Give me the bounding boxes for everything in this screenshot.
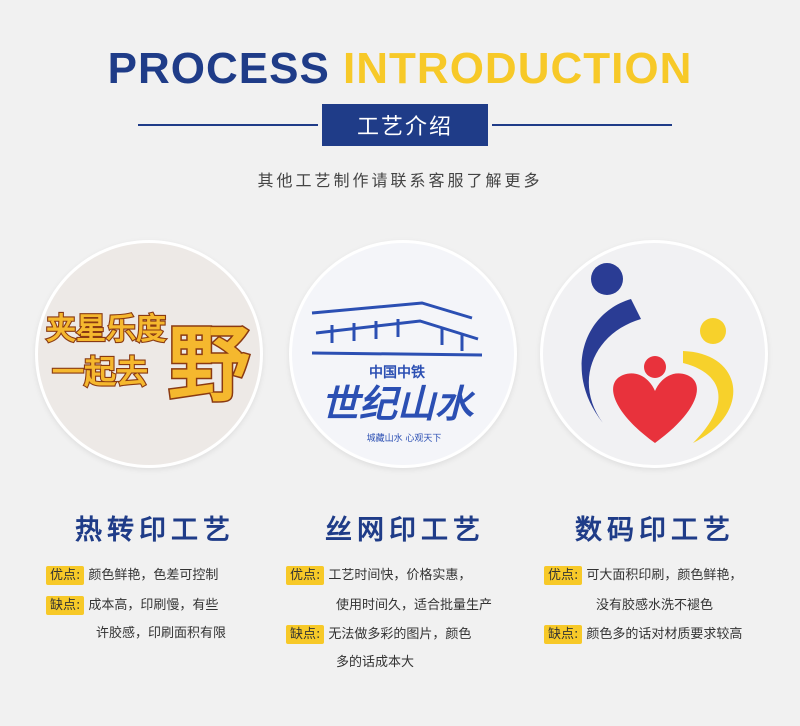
heading-word-process: PROCESS: [107, 44, 330, 93]
sample-image-heat-transfer: 夹星乐度 一起去 野: [35, 240, 263, 468]
pros-heat-transfer: 优点:颜色鲜艳，色差可控制: [46, 562, 218, 589]
subtitle-banner: 工艺介绍: [322, 104, 488, 146]
divider-right: [492, 124, 672, 126]
crescent-yellow-icon: [683, 351, 734, 443]
cons-heat-transfer-cont: 许胶感，印刷面积有限: [96, 626, 227, 641]
cons-label: 缺点:: [46, 596, 85, 615]
pros-label: 优点:: [46, 566, 85, 585]
cons-digital-print: 缺点:颜色多的话对材质要求较高: [544, 621, 742, 648]
tagline: 其他工艺制作请联系客服了解更多: [257, 171, 543, 190]
divider-left: [138, 124, 318, 126]
cons-heat-transfer: 缺点:成本高，印刷慢，有些: [46, 592, 218, 619]
sample2-main-text: 世纪山水: [321, 381, 476, 426]
pros-label: 优点:: [544, 566, 583, 585]
heading-word-introduction: INTRODUCTION: [343, 44, 693, 93]
figure-head-yellow-icon: [700, 318, 726, 344]
cons-label: 缺点:: [544, 625, 583, 644]
sample-image-digital-print: [540, 240, 768, 468]
process-title-heat-transfer: 热转印工艺: [75, 515, 235, 546]
pros-digital-print-cont: 没有胶感水洗不褪色: [596, 598, 714, 613]
building-outline-icon: [311, 301, 483, 357]
pros-label: 优点:: [286, 566, 325, 585]
figure-head-red-icon: [644, 356, 666, 378]
pros-screen-print-cont: 使用时间久，适合批量生产: [336, 598, 493, 613]
sample-image-screen-print: 中国中铁 世纪山水 城藏山水 心观天下: [289, 240, 517, 468]
cons-screen-print-cont: 多的话成本大: [336, 655, 415, 670]
sample2-bottom-text: 城藏山水 心观天下: [367, 432, 442, 444]
sample1-text-line1: 夹星乐度: [46, 312, 166, 347]
figure-head-navy-icon: [591, 263, 623, 295]
pros-screen-print: 优点:工艺时间快，价格实惠，: [286, 562, 471, 589]
pros-digital-print: 优点:可大面积印刷，颜色鲜艳，: [544, 562, 742, 589]
crescent-navy-icon: [581, 299, 641, 423]
sample2-top-text: 中国中铁: [369, 364, 425, 381]
page-heading: PROCESS INTRODUCTION: [0, 44, 800, 94]
sample1-text-big: 野: [168, 318, 250, 413]
process-title-digital-print: 数码印工艺: [575, 515, 735, 546]
sample1-text-line2: 一起去: [52, 353, 148, 391]
cons-screen-print: 缺点:无法做多彩的图片，颜色: [286, 621, 471, 648]
heart-icon: [613, 373, 697, 443]
process-title-screen-print: 丝网印工艺: [325, 515, 485, 546]
cons-label: 缺点:: [286, 625, 325, 644]
